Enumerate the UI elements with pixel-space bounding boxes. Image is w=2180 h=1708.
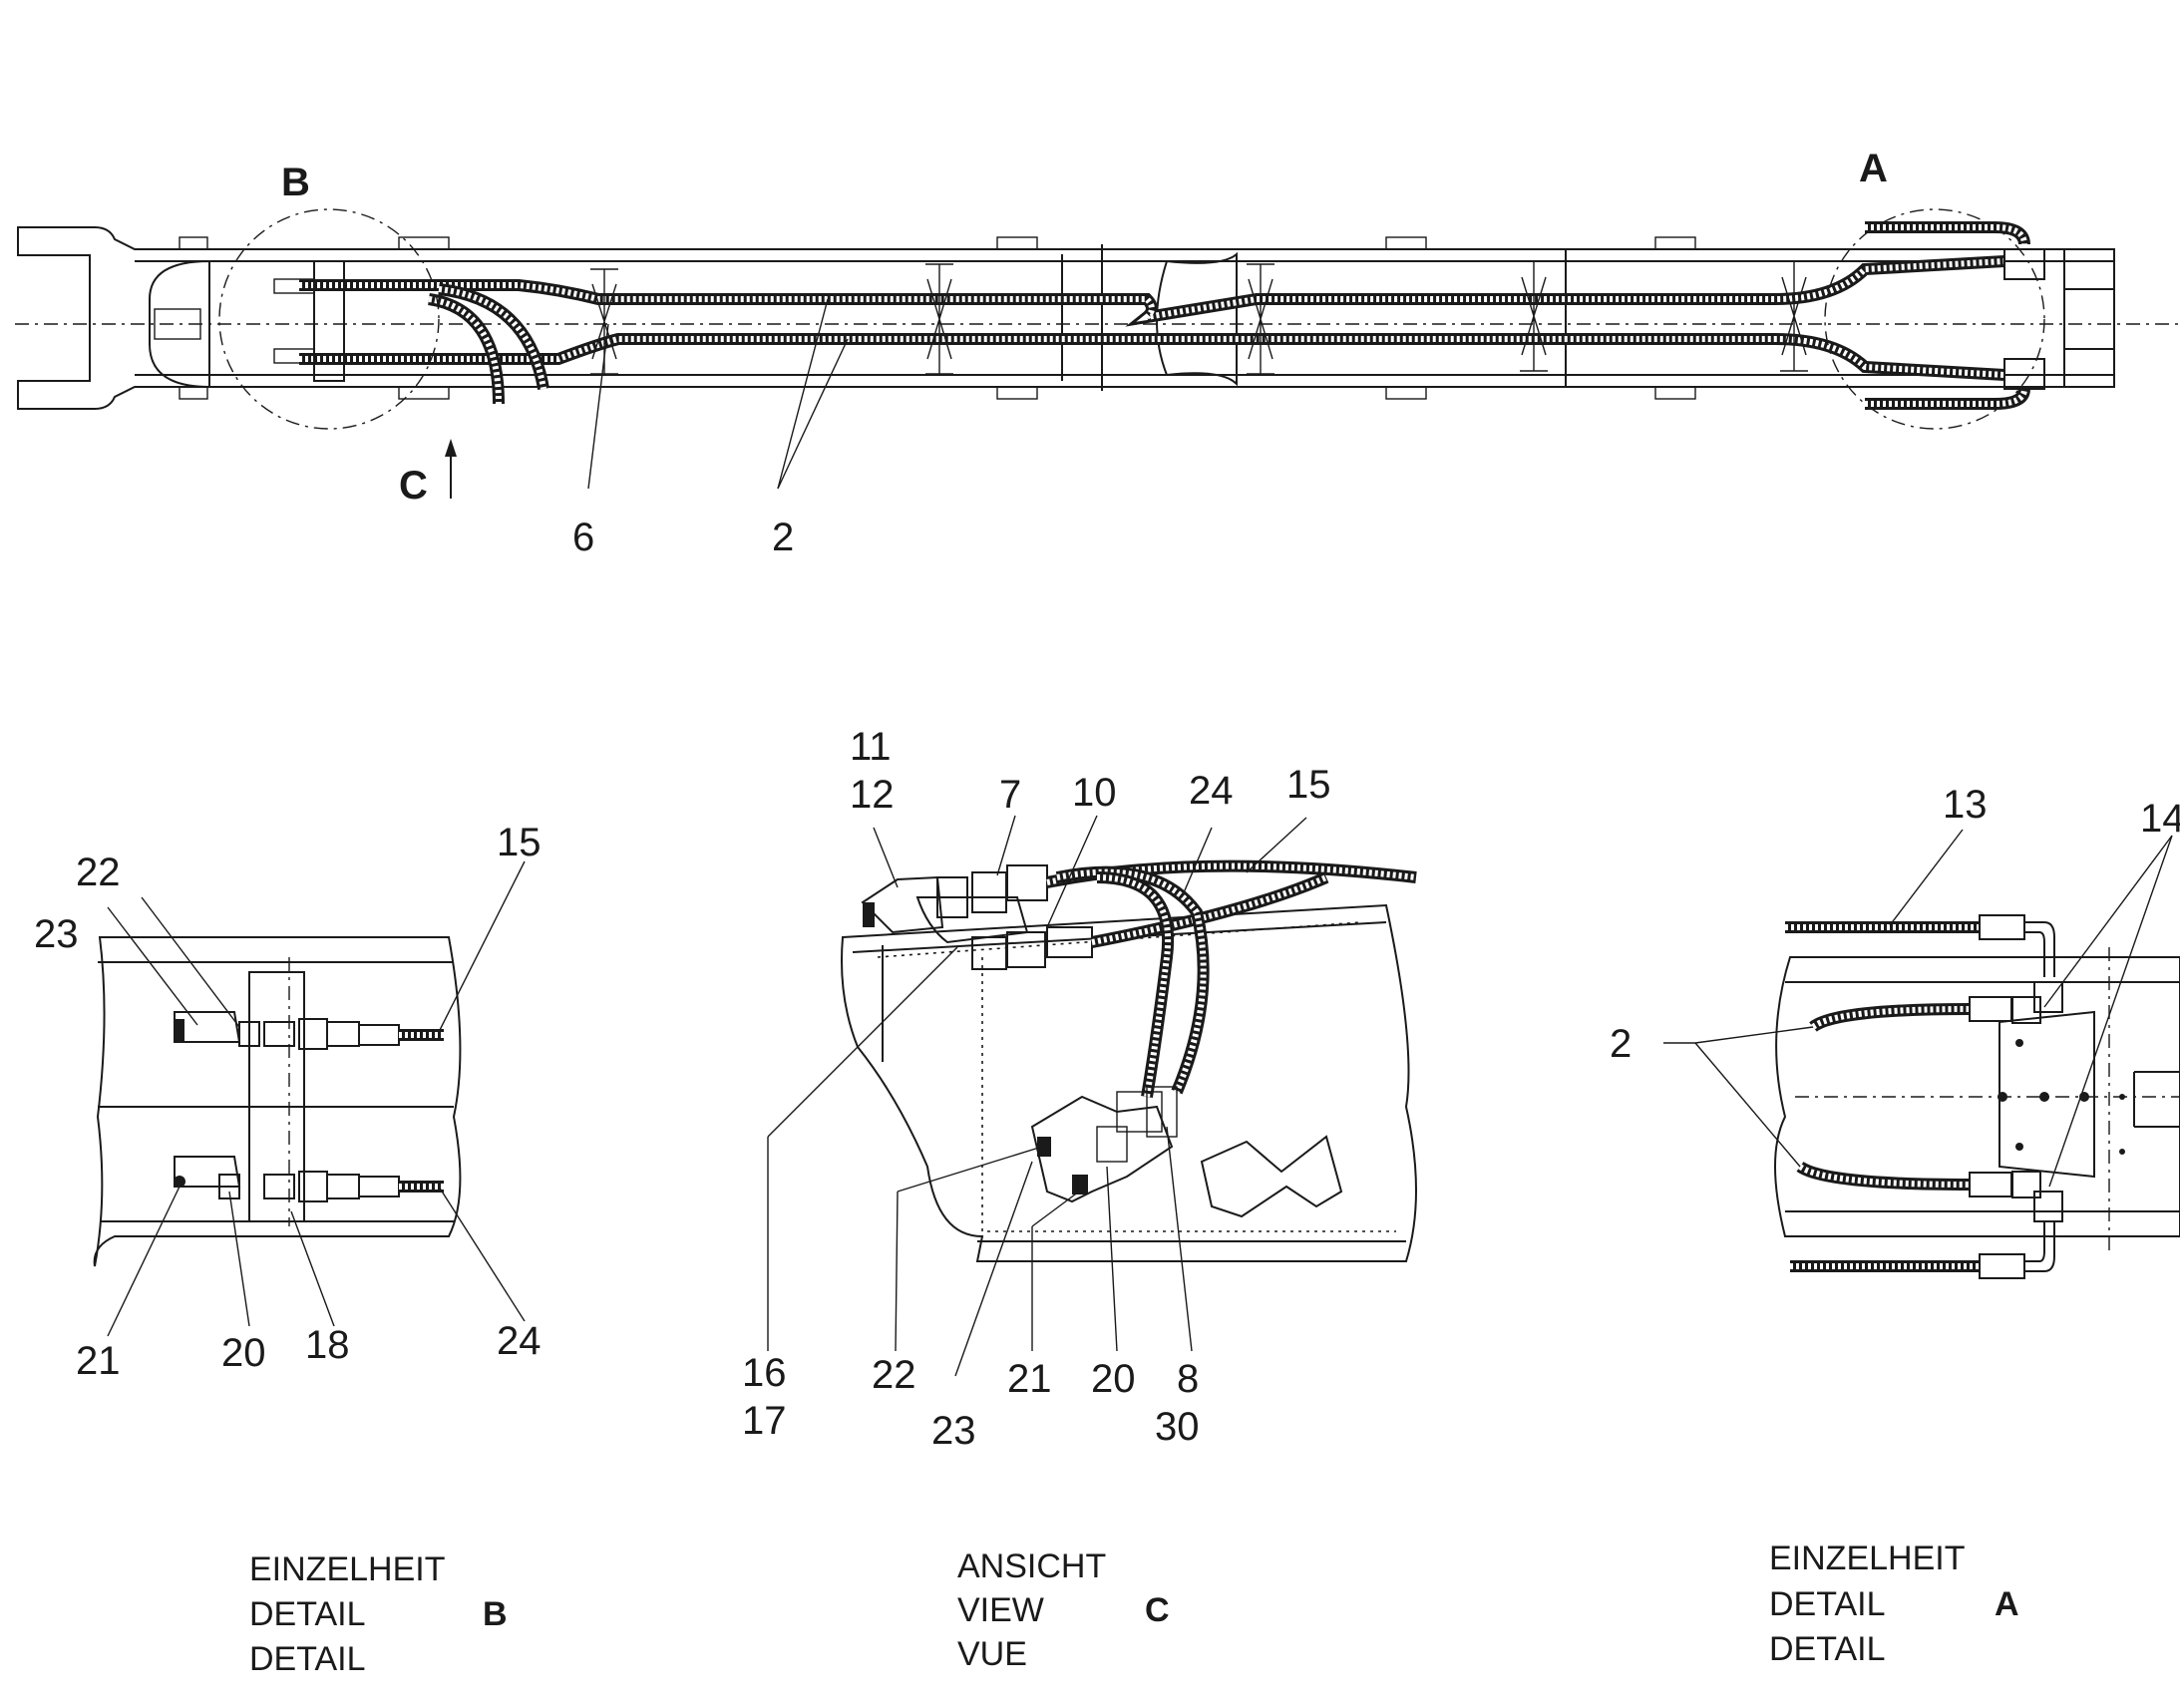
view-c-callout-23: 23 (931, 1409, 976, 1453)
view-c-callout-16: 16 (742, 1351, 787, 1395)
detail-b-caption-line-3: DETAIL (249, 1640, 366, 1678)
detail-b-callout-15: 15 (497, 821, 542, 864)
detail-a-caption-line-3: DETAIL (1769, 1630, 1886, 1668)
view-c-callout-22: 22 (872, 1353, 916, 1397)
detail-a-caption-line-1: EINZELHEIT (1769, 1539, 1965, 1577)
view-c-callout-30: 30 (1155, 1405, 1200, 1449)
view-c-callout-17: 17 (742, 1399, 787, 1443)
detail-b-callout-18: 18 (305, 1323, 350, 1367)
detail-b-callout-22: 22 (76, 851, 121, 894)
view-c-caption-line-1: ANSICHT (957, 1547, 1106, 1585)
view-c-callout-21: 21 (1007, 1357, 1052, 1401)
detail-letter-a: A (1859, 147, 1888, 190)
detail-letter-b: B (281, 161, 310, 204)
view-c-callout-7: 7 (999, 773, 1021, 817)
callout-6: 6 (572, 515, 594, 559)
view-c-caption-line-2: VIEW (957, 1591, 1044, 1629)
boom-top-view (15, 208, 2180, 499)
detail-a-drawing (1663, 829, 2180, 1279)
detail-a-callout-13: 13 (1943, 783, 1988, 827)
view-c-callout-15: 15 (1286, 763, 1331, 807)
detail-a-caption-line-2: DETAIL (1769, 1585, 1886, 1623)
view-c-caption-line-3: VUE (957, 1635, 1027, 1673)
detail-a-circle (1824, 208, 2045, 430)
detail-b-callout-24: 24 (497, 1319, 542, 1363)
hose-clamps (590, 260, 1808, 375)
detail-b-caption-line-2: DETAIL (249, 1595, 366, 1633)
detail-a-callout-14: 14 (2140, 797, 2180, 841)
view-c-caption-letter: C (1145, 1591, 1170, 1629)
view-c-callout-24: 24 (1189, 769, 1234, 813)
callout-2: 2 (772, 515, 794, 559)
detail-b-drawing (93, 860, 526, 1337)
detail-a-caption-letter: A (1995, 1585, 2019, 1623)
detail-b-callout-21: 21 (76, 1339, 121, 1383)
view-c-callout-10: 10 (1072, 771, 1117, 815)
view-c-callout-11: 11 (850, 725, 892, 769)
detail-b-callout-20: 20 (221, 1331, 266, 1375)
view-c-drawing (767, 815, 1417, 1377)
detail-a-callout-2: 2 (1610, 1022, 1632, 1066)
view-c-callout-20: 20 (1091, 1357, 1136, 1401)
view-c-callout-12: 12 (850, 773, 895, 817)
detail-b-caption-letter: B (483, 1595, 508, 1633)
view-c-callout-8: 8 (1177, 1357, 1199, 1401)
view-letter-c: C (399, 464, 428, 508)
detail-b-circle (218, 208, 440, 430)
detail-b-callout-23: 23 (34, 912, 79, 956)
detail-b-caption-line-1: EINZELHEIT (249, 1550, 445, 1588)
